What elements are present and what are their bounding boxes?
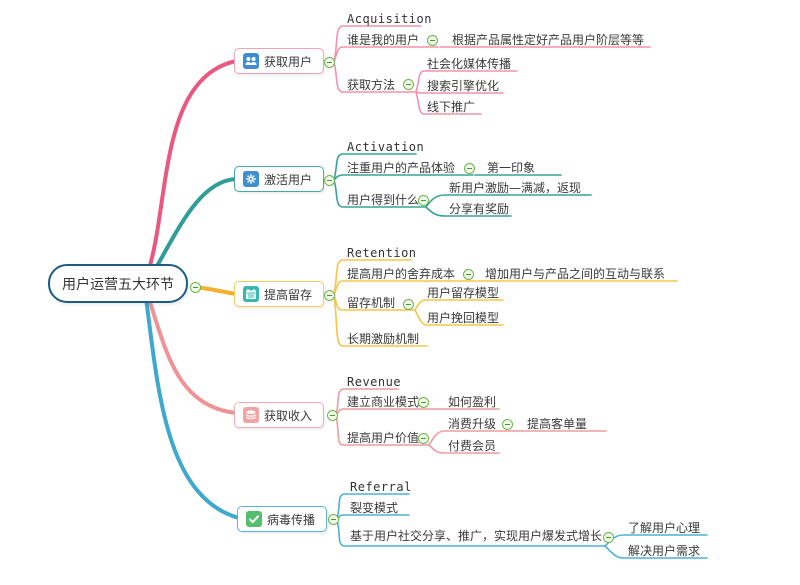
lines-activation — [333, 153, 592, 217]
check-icon — [246, 511, 262, 527]
collapse-icon[interactable] — [323, 56, 335, 68]
lines-acquisition — [333, 25, 651, 115]
tagline-retention[interactable]: Retention — [347, 246, 417, 260]
line-topic — [333, 294, 428, 347]
branch-node-activation[interactable]: 激活用户 — [234, 166, 324, 192]
line-tagline — [335, 388, 399, 416]
topic-label[interactable]: 如何盈利 — [448, 395, 497, 409]
topic-label[interactable]: 用户留存模型 — [427, 286, 500, 300]
branch-label: 获取收入 — [264, 408, 313, 423]
tagline-activation[interactable]: Activation — [347, 140, 425, 154]
topic-label[interactable]: 根据产品属性定好产品用户阶层等等 — [452, 33, 645, 47]
collapse-icon[interactable] — [327, 513, 339, 525]
line-subtopic — [425, 194, 592, 208]
line-subtopic — [428, 430, 514, 446]
central-topic-label: 用户运营五大环节 — [62, 276, 174, 293]
branch-node-acquisition[interactable]: 获取用户 — [234, 48, 324, 74]
topic-label[interactable]: 基于用户社交分享、推广，实现用户爆发式增长 — [350, 529, 603, 543]
branch-node-revenue[interactable]: 获取收入 — [234, 402, 324, 428]
collapse-icon[interactable] — [417, 194, 429, 206]
topic-label[interactable]: 社会化媒体传播 — [427, 57, 512, 71]
branch-label: 病毒传播 — [267, 512, 316, 527]
topic-label[interactable]: 长期激励机制 — [347, 332, 420, 346]
line-topic — [333, 179, 427, 208]
collapse-icon[interactable] — [402, 298, 414, 310]
line-topic — [333, 46, 439, 63]
line-subtopic — [425, 206, 512, 217]
topic-label[interactable]: 了解用户心理 — [628, 521, 701, 535]
line-tagline — [333, 259, 412, 296]
line-topic — [333, 280, 477, 296]
tagline-referral[interactable]: Referral — [350, 480, 412, 494]
collapse-icon[interactable] — [402, 78, 414, 90]
users-icon — [243, 53, 259, 69]
line-subtopic — [414, 309, 504, 326]
branch-label: 提高留存 — [264, 287, 313, 302]
line-subtopic — [415, 70, 518, 93]
topic-label[interactable]: 谁是我的用户 — [347, 33, 420, 47]
line-tagline — [336, 493, 410, 520]
branch-node-referral[interactable]: 病毒传播 — [237, 506, 327, 532]
topic-label[interactable]: 提高用户价值 — [347, 431, 420, 445]
line-topic — [336, 514, 410, 520]
topic-label[interactable]: 付费会员 — [448, 439, 497, 453]
coins-icon — [243, 407, 259, 423]
tagline-revenue[interactable]: Revenue — [347, 375, 402, 389]
curve-main-referral — [144, 296, 241, 520]
topic-label[interactable]: 线下推广 — [427, 100, 476, 114]
collapse-icon[interactable] — [463, 162, 475, 174]
calendar-icon — [243, 286, 259, 302]
topic-label[interactable]: 留存机制 — [347, 296, 396, 310]
topic-label[interactable]: 裂变模式 — [350, 501, 399, 515]
curve-main-acquisition — [146, 59, 238, 274]
topic-label[interactable]: 第一印象 — [487, 161, 536, 175]
line-subtopic — [604, 545, 708, 559]
collapse-icon[interactable] — [417, 432, 429, 444]
topic-label[interactable]: 分享有奖励 — [449, 202, 510, 216]
topic-label[interactable]: 新用户激励—满减，返现 — [449, 181, 582, 195]
topic-label[interactable]: 获取方法 — [347, 78, 396, 92]
branch-label: 获取用户 — [264, 54, 313, 69]
collapse-icon[interactable] — [501, 418, 513, 430]
collapse-icon[interactable] — [323, 174, 335, 186]
collapse-icon[interactable] — [417, 396, 429, 408]
line-topic — [333, 174, 474, 181]
gear-icon — [243, 171, 259, 187]
collapse-icon[interactable] — [326, 409, 338, 421]
topic-label[interactable]: 用户得到什么 — [347, 193, 420, 207]
topic-label[interactable]: 注重用户的产品体验 — [347, 161, 456, 175]
line-subtopic — [604, 534, 708, 547]
curve-main-activation — [148, 177, 238, 280]
topic-label[interactable]: 增加用户与产品之间的互动与联系 — [485, 267, 666, 281]
lines-retention — [333, 259, 678, 347]
collapse-icon[interactable] — [190, 281, 201, 293]
topic-label[interactable]: 消费升级 — [448, 417, 497, 431]
line-tagline — [333, 153, 417, 181]
line-topic — [336, 518, 606, 547]
curve-main-revenue — [146, 294, 238, 415]
line-subtopic — [428, 444, 500, 454]
branch-label: 激活用户 — [264, 172, 313, 187]
line-subtopic — [414, 299, 504, 311]
central-topic[interactable]: 用户运营五大环节 — [48, 264, 188, 303]
line-topic — [335, 408, 430, 416]
topic-label[interactable]: 搜索引擎优化 — [427, 79, 500, 93]
topic-label[interactable]: 建立商业模式 — [347, 395, 420, 409]
topic-label[interactable]: 提高客单量 — [527, 417, 588, 431]
line-subtopic — [415, 91, 482, 115]
topic-label[interactable]: 解决用户需求 — [628, 544, 701, 558]
topic-label[interactable]: 提高用户的舍弃成本 — [347, 267, 456, 281]
topic-label[interactable]: 用户挽回模型 — [427, 311, 500, 325]
branch-node-retention[interactable]: 提高留存 — [234, 281, 324, 307]
collapse-icon[interactable] — [462, 268, 474, 280]
tagline-acquisition[interactable]: Acquisition — [347, 12, 432, 26]
line-topic — [335, 414, 430, 446]
collapse-icon[interactable] — [426, 34, 438, 46]
collapse-icon[interactable] — [323, 289, 335, 301]
collapse-icon[interactable] — [602, 531, 614, 543]
line-topic — [333, 61, 417, 93]
